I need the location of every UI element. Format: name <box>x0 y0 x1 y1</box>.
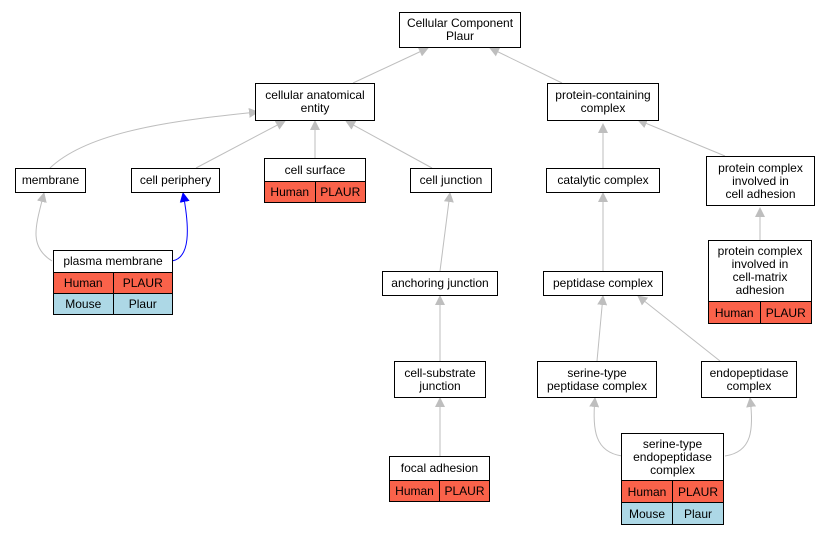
edge-junction-cae <box>345 120 433 169</box>
node-catalytic-complex[interactable]: catalytic complex <box>546 168 660 193</box>
gene-label: Plaur <box>672 503 723 524</box>
annotation-focal-human: Human PLAUR <box>389 481 490 502</box>
species-label: Mouse <box>65 297 102 311</box>
node-serine-type-peptidase-complex[interactable]: serine-type peptidase complex <box>537 361 657 398</box>
annotation-matrix-human: Human PLAUR <box>708 302 812 324</box>
node-anchoring-junction[interactable]: anchoring junction <box>382 271 498 296</box>
edge-endo-peptidase <box>637 295 721 362</box>
node-protein-complex-cell-adhesion[interactable]: protein complex involved in cell adhesio… <box>706 156 815 206</box>
edge-periphery-cae <box>195 120 286 169</box>
species-label: Human <box>714 305 754 320</box>
species-label: Human <box>63 276 103 290</box>
node-focal-adhesion[interactable]: focal adhesion <box>389 456 490 481</box>
gene-label: PLAUR <box>759 302 812 323</box>
node-protein-complex-cell-matrix-adhesion[interactable]: protein complex involved in cell-matrix … <box>708 240 812 302</box>
node-endopeptidase-complex[interactable]: endopeptidase complex <box>701 361 797 398</box>
edge-serendo-serine <box>589 397 623 457</box>
annotation-serendo-human: Human PLAUR <box>621 481 724 503</box>
gene-label: Plaur <box>112 294 173 314</box>
edge-pcc-root <box>489 47 563 84</box>
edge-cae-root <box>352 47 429 84</box>
node-peptidase-complex[interactable]: peptidase complex <box>543 271 663 296</box>
edge-membrane-cae <box>49 107 259 169</box>
node-cellular-component-plaur[interactable]: Cellular Component Plaur <box>399 12 521 48</box>
node-cellular-anatomical-entity[interactable]: cellular anatomical entity <box>255 83 375 121</box>
annotation-surface-human: Human PLAUR <box>264 182 366 203</box>
edge-adhesion-pcc <box>637 118 726 157</box>
annotation-serendo-mouse: Mouse Plaur <box>621 503 724 525</box>
edge-plasma-membrane <box>35 192 53 262</box>
species-label: Human <box>627 484 667 499</box>
node-cell-surface[interactable]: cell surface <box>264 158 366 182</box>
gene-label: PLAUR <box>314 182 366 202</box>
node-membrane[interactable]: membrane <box>15 168 86 193</box>
node-cell-substrate-junction[interactable]: cell-substrate junction <box>394 361 486 398</box>
species-label: Human <box>270 185 310 199</box>
node-serine-type-endopeptidase-complex[interactable]: serine-type endopeptidase complex <box>621 433 724 481</box>
gene-label: PLAUR <box>439 481 489 501</box>
annotation-plasma-mouse: Mouse Plaur <box>53 294 173 315</box>
species-label: Human <box>395 484 434 498</box>
edge-serine-peptidase <box>596 295 608 362</box>
node-plasma-membrane[interactable]: plasma membrane <box>53 250 173 273</box>
node-protein-containing-complex[interactable]: protein-containing complex <box>547 83 659 121</box>
edge-serendo-endo <box>724 397 757 457</box>
edge-anchoring-junction <box>439 192 454 272</box>
gene-label: PLAUR <box>112 273 173 293</box>
node-cell-periphery[interactable]: cell periphery <box>131 168 220 193</box>
gene-label: PLAUR <box>672 481 723 502</box>
species-label: Mouse <box>628 506 666 521</box>
edge-plasma-periphery <box>171 192 190 262</box>
node-cell-junction[interactable]: cell junction <box>410 168 492 193</box>
annotation-plasma-human: Human PLAUR <box>53 273 173 294</box>
